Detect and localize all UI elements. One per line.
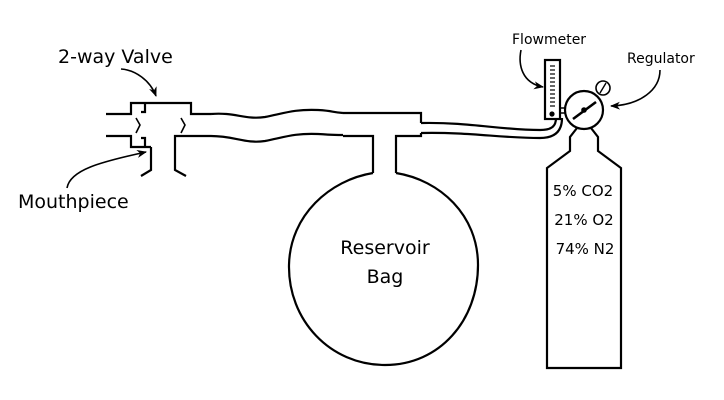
regulator-label: Regulator <box>627 51 695 67</box>
cylinder-co2: 5% CO2 <box>553 182 613 200</box>
valve-flap-right <box>180 117 186 134</box>
flowmeter-scale <box>550 65 555 107</box>
gas-cylinder: 5% CO2 21% O2 74% N2 <box>545 127 623 370</box>
mouthpiece <box>140 147 187 177</box>
bag-label-line2: Bag <box>367 266 404 288</box>
flowmeter-arrow-icon <box>519 49 544 90</box>
bag-label-line1: Reservoir <box>340 237 430 259</box>
bag-junction <box>343 111 423 173</box>
pressure-gauge <box>595 80 611 96</box>
reservoir-bag: Reservoir Bag <box>287 171 480 367</box>
flowmeter <box>543 58 565 121</box>
cylinder-n2: 74% N2 <box>556 240 615 258</box>
regulator-arrow-icon <box>610 69 661 110</box>
flowmeter-label: Flowmeter <box>512 32 586 48</box>
valve-label: 2-way Valve <box>58 46 173 68</box>
valve-arrow-icon <box>120 68 157 97</box>
mouthpiece-label: Mouthpiece <box>18 191 129 213</box>
gas-tube <box>420 117 564 140</box>
valve-flap-left <box>135 117 141 134</box>
regulator <box>563 80 611 131</box>
flowmeter-float <box>549 111 555 117</box>
mouthpiece-arrow-icon <box>66 150 147 189</box>
breathing-hose <box>210 108 344 143</box>
cylinder-o2: 21% O2 <box>554 211 613 229</box>
two-way-valve <box>106 101 211 149</box>
